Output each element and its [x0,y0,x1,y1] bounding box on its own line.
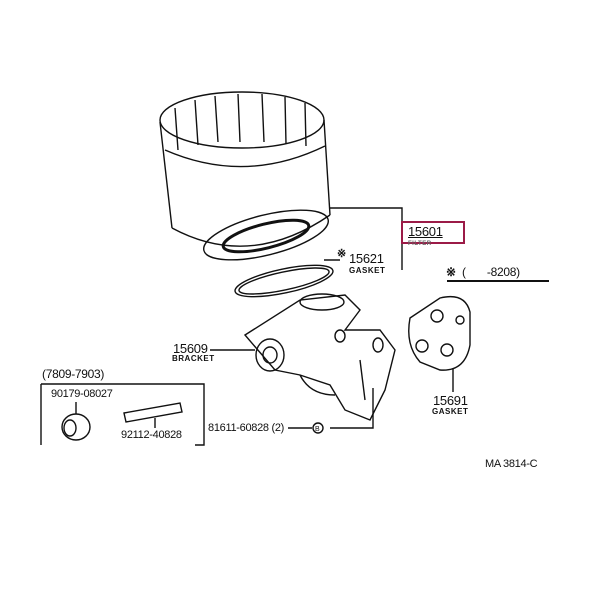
bracket-gasket-part-number[interactable]: 15691 [433,393,468,408]
oil-filter-drawing [159,91,331,261]
union-drawing [61,413,91,441]
bolt-part-number[interactable]: 81611-60828 (2) [208,422,285,434]
bracket-part-name: BRACKET [172,354,215,363]
bolt-symbol: B [315,426,320,433]
bracket-gasket-part-name: GASKET [432,407,469,416]
filter-part-name: FILTER [408,241,432,247]
gasket-mark: ※ [337,248,346,260]
date-range-label: (7809-7903) [42,367,105,381]
union-part-number[interactable]: 90179-08027 [51,388,113,400]
bracket-part-number[interactable]: 15609 [173,341,208,356]
applicability-mark: ※ [446,265,456,279]
bracket-gasket-drawing [408,295,471,371]
figure-code: MA 3814-C [485,458,538,470]
gasket-ring-drawing [234,264,334,298]
stud-drawing [123,402,183,423]
stud-part-number[interactable]: 92112-40828 [121,429,182,441]
bracket-drawing [243,293,396,421]
filter-part-number[interactable]: 15601 [408,224,443,239]
date-range-box [40,383,205,446]
gasket-part-name: GASKET [349,266,386,275]
gasket-part-number[interactable]: 15621 [349,251,384,266]
applicability-note: ( -8208) [462,265,520,279]
filter-highlight-box [401,221,465,244]
